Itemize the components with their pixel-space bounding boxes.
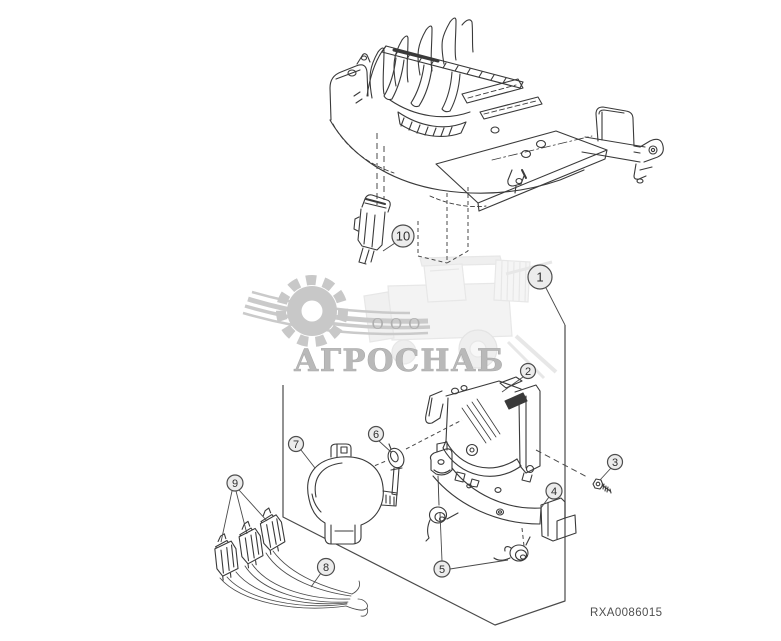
part-9-connectors-drawing xyxy=(212,505,288,582)
gear-icon xyxy=(276,275,348,347)
callout-5[interactable]: 5 xyxy=(433,560,451,578)
console-assembly-drawing xyxy=(329,17,664,212)
mounting-dashed-lines xyxy=(376,133,469,264)
watermark-company: АГРОСНАБ xyxy=(294,343,505,379)
part-5-springs-drawing xyxy=(425,506,531,562)
callout-4[interactable]: 4 xyxy=(545,482,563,500)
watermark: ООО АГРОСНАБ xyxy=(242,255,558,379)
callout-3[interactable]: 3 xyxy=(606,453,624,471)
part-7-actuator-drawing xyxy=(307,443,398,545)
callout-label: 5 xyxy=(439,564,445,576)
part-6-key-drawing xyxy=(361,419,463,496)
callout-label: 7 xyxy=(293,439,299,451)
watermark-org-form: ООО xyxy=(372,315,427,333)
callout-label: 4 xyxy=(551,486,557,498)
part-10-connector-drawing xyxy=(353,194,391,265)
callout-label: 2 xyxy=(525,366,531,378)
callout-8[interactable]: 8 xyxy=(316,557,336,577)
callout-9[interactable]: 9 xyxy=(226,474,244,492)
part-4-arm-drawing xyxy=(429,441,577,547)
callout-label: 9 xyxy=(232,478,238,490)
callout-label: 1 xyxy=(536,270,543,285)
callout-circle xyxy=(519,362,537,380)
callout-10[interactable]: 10 xyxy=(391,224,415,248)
callout-circle xyxy=(433,560,451,578)
callout-circle xyxy=(527,264,553,290)
callout-1[interactable]: 1 xyxy=(527,264,553,290)
callout-circle xyxy=(287,435,305,453)
part-2-bracket-drawing xyxy=(425,376,541,493)
part-8-harness-drawing xyxy=(219,550,369,617)
figure-ref-code: RXA0086015 xyxy=(590,607,662,619)
callout-6[interactable]: 6 xyxy=(367,425,385,443)
callout-circle xyxy=(316,557,336,577)
callout-circle xyxy=(606,453,624,471)
callout-label: 3 xyxy=(612,457,618,469)
callout-circle xyxy=(545,482,563,500)
part-3-screw-drawing xyxy=(535,449,612,494)
callout-circle xyxy=(226,474,244,492)
callout-circle xyxy=(391,224,415,248)
callout-2[interactable]: 2 xyxy=(519,362,537,380)
callout-circle xyxy=(367,425,385,443)
leader-lines xyxy=(220,242,612,588)
callout-label: 6 xyxy=(373,429,379,441)
callout-label: 8 xyxy=(323,562,329,574)
callout-label: 10 xyxy=(396,229,410,244)
callout-7[interactable]: 7 xyxy=(287,435,305,453)
